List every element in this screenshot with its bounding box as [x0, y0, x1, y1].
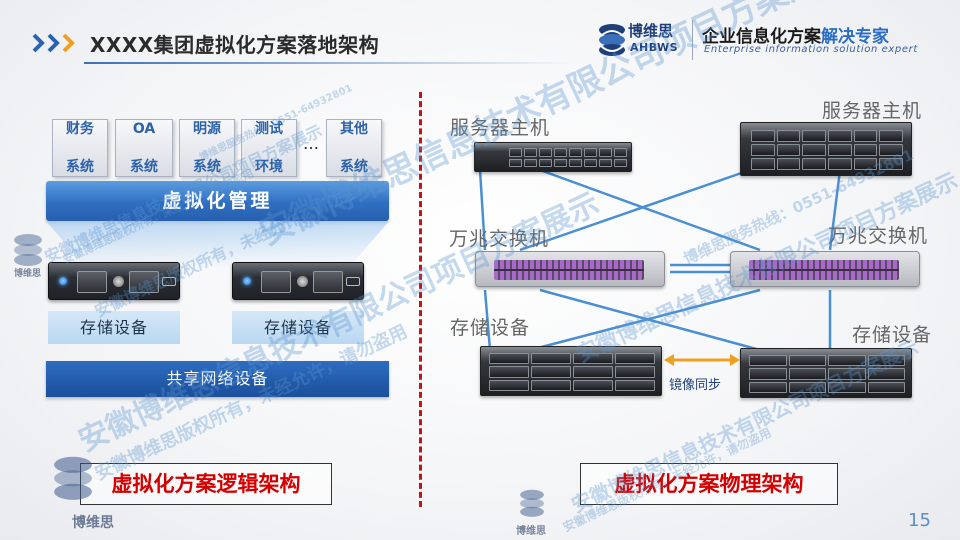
system-box-other: 其他系统: [326, 119, 382, 177]
system-line1: 明源: [193, 120, 221, 137]
slogan-part1: 企业信息化方案: [702, 27, 821, 47]
virtualization-management-bar: 虚拟化管理: [46, 181, 389, 221]
network-links: [478, 168, 842, 352]
watermark-logo-icon: [54, 456, 92, 500]
label-server-right: 服务器主机: [822, 100, 923, 122]
logo-name-cn: 博维思: [628, 22, 674, 40]
system-line1: 财务: [66, 120, 94, 137]
switch-ports: [749, 260, 899, 280]
switch-ports: [494, 260, 644, 280]
physical-caption: 虚拟化方案物理架构: [580, 463, 838, 505]
slogan-part2: 解决专家: [821, 27, 889, 47]
system-line1: 其他: [340, 120, 368, 137]
slogan-en: Enterprise information solution expert: [704, 44, 918, 55]
shared-network-bar: 共享网络设备: [46, 361, 389, 397]
mirror-sync-arrow-icon: [664, 354, 740, 366]
storage-left-bar: 存储设备: [48, 311, 180, 344]
system-line2: 系统: [66, 158, 94, 175]
system-line2: 系统: [193, 158, 221, 175]
logo-separator: [692, 20, 693, 60]
projection-beam: [46, 221, 389, 269]
watermark-logo-icon: [520, 489, 544, 517]
label-storage-left: 存储设备: [450, 317, 531, 339]
system-box-mingyuan: 明源系统: [179, 119, 235, 177]
server-host-left: [474, 142, 632, 172]
storage-array-right: [740, 348, 912, 398]
label-server-left: 服务器主机: [450, 117, 551, 139]
label-storage-right: 存储设备: [852, 324, 933, 346]
label-switch-left: 万兆交换机: [449, 228, 550, 250]
mirror-sync-label: 镜像同步: [669, 378, 722, 393]
logical-server-right: [232, 262, 364, 300]
system-line2: 系统: [130, 158, 158, 175]
ellipsis: …: [303, 134, 319, 153]
slogan-cn: 企业信息化方案解决专家: [702, 22, 889, 47]
logical-caption: 虚拟化方案逻辑架构: [80, 463, 332, 505]
company-logo-icon: [599, 24, 625, 56]
system-line2: 环境: [255, 158, 283, 175]
storage-right-bar: 存储设备: [232, 311, 364, 344]
title-underline: [84, 62, 574, 64]
switch-10g-left: [475, 251, 665, 287]
power-led-icon: [59, 277, 67, 285]
system-box-oa: OA 系统: [115, 119, 173, 177]
switch-10g-right: [730, 251, 920, 287]
system-line1: 测试: [255, 120, 283, 137]
watermark-stamp-label: 博维思: [516, 526, 546, 537]
chevrons-icon: [32, 33, 75, 53]
logo-name-en: AHBWS: [630, 41, 679, 54]
logical-server-left: [48, 262, 180, 300]
system-line2: 系统: [340, 158, 368, 175]
storage-array-left: [480, 346, 662, 396]
watermark-logo-icon: [14, 234, 42, 266]
section-divider: [419, 92, 422, 507]
system-box-test: 测试环境: [241, 119, 297, 177]
system-box-finance: 财务系统: [52, 119, 108, 177]
watermark-stamp-label: 博维思: [72, 515, 114, 531]
label-switch-right: 万兆交换机: [828, 225, 929, 247]
power-led-icon: [243, 277, 251, 285]
server-host-right: [740, 122, 912, 176]
system-line1: OA: [132, 120, 156, 137]
page-title: XXXX集团虚拟化方案落地架构: [90, 33, 380, 57]
page-number: 15: [908, 510, 931, 531]
